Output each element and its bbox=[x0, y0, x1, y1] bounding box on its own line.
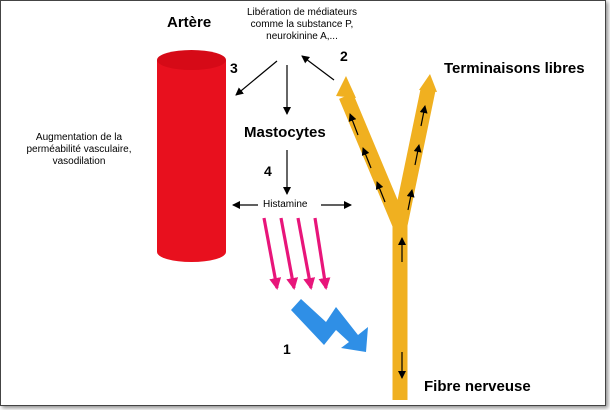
magenta-arrows-icon bbox=[262, 217, 331, 290]
lightning-bolt-icon bbox=[291, 299, 368, 352]
step-number-2: 2 bbox=[340, 48, 348, 64]
mediators-line-2: comme la substance P, bbox=[250, 19, 354, 30]
step-number-4: 4 bbox=[264, 163, 272, 179]
mediators-line-1: Libération de médiateurs bbox=[246, 7, 358, 18]
permeability-line-1: Augmentation de la bbox=[35, 132, 123, 143]
permeability-line-2: perméabilité vasculaire, bbox=[26, 144, 132, 155]
permeability-label: Augmentation de la perméabilité vasculai… bbox=[10, 132, 148, 168]
free-endings-label: Terminaisons libres bbox=[444, 60, 585, 77]
mediators-label: Libération de médiateurs comme la substa… bbox=[238, 7, 366, 43]
nerve-direction-arrows bbox=[348, 105, 428, 379]
mast-cells-label: Mastocytes bbox=[244, 124, 326, 141]
nerve-fiber-label: Fibre nerveuse bbox=[424, 378, 531, 395]
mediators-line-3: neurokinine A,... bbox=[266, 31, 338, 42]
artery-label: Artère bbox=[167, 14, 212, 31]
artery-cylinder bbox=[157, 50, 226, 262]
permeability-line-3: vasodilation bbox=[52, 156, 106, 167]
histamine-label: Histamine bbox=[263, 199, 308, 210]
arrow-from-nerve bbox=[301, 55, 335, 81]
arrow-to-artery bbox=[235, 60, 278, 96]
step-number-3: 3 bbox=[230, 60, 238, 76]
step-number-1: 1 bbox=[283, 341, 291, 357]
process-arrows bbox=[232, 55, 352, 209]
